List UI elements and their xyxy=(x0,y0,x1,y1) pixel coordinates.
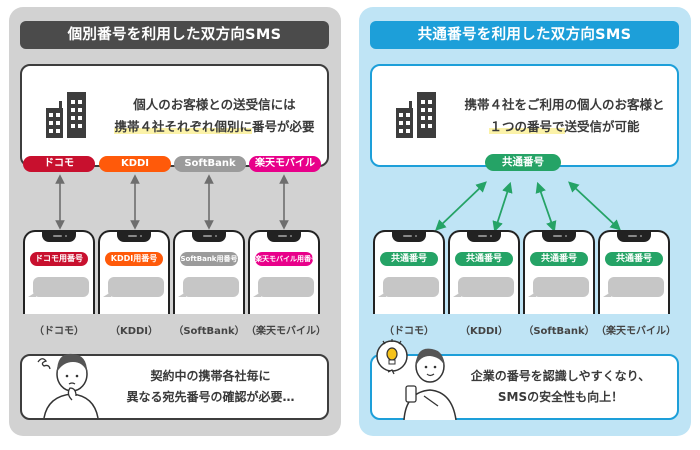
carrier-label-rakuten: （楽天モバイル） xyxy=(596,326,676,337)
phone-rakuten: 楽天モバイル用番号 xyxy=(248,230,320,314)
benefit-line-1: 企業の番号を認識しやすくなり、 xyxy=(470,369,651,383)
arrow-kddi xyxy=(492,181,513,233)
phone-docomo: ドコモ用番号 xyxy=(23,230,95,314)
concern-message: 契約中の携帯各社毎に 異なる宛先番号の確認が必要… xyxy=(102,366,319,408)
carrier-label-docomo: （ドコモ） xyxy=(384,326,434,337)
company-box: 携帯４社をご利用の個人のお客様と １つの番号で送受信が可能 xyxy=(370,64,679,167)
building-icon xyxy=(46,92,86,138)
number-tag: 共通番号 xyxy=(530,252,588,266)
building-icon xyxy=(396,92,436,138)
carrier-pill-docomo: ドコモ xyxy=(23,156,95,172)
benefit-message: 企業の番号を認識しやすくなり、 SMSの安全性も向上！ xyxy=(452,366,669,408)
shared-number-pill: 共通番号 xyxy=(485,154,561,171)
company-message: 携帯４社をご利用の個人のお客様と １つの番号で送受信が可能 xyxy=(460,94,669,138)
message-bubble xyxy=(178,277,239,297)
carrier-label-rakuten: （楽天モバイル） xyxy=(246,326,326,337)
confused-person-icon xyxy=(37,353,99,418)
message-line-1: 携帯４社をご利用の個人のお客様と xyxy=(464,97,665,112)
arrow-rakuten xyxy=(568,181,621,231)
number-tag: SoftBank用番号 xyxy=(180,252,238,266)
arrow-softbank xyxy=(535,181,557,233)
carrier-pill-rakuten: 楽天モバイル xyxy=(249,156,321,172)
number-tag: 共通番号 xyxy=(380,252,438,266)
carrier-label-softbank: （SoftBank） xyxy=(173,326,245,337)
panel-title: 共通番号を利用した双方向SMS xyxy=(370,21,679,49)
phone-softbank: SoftBank用番号 xyxy=(173,230,245,314)
customer-concern-box: 契約中の携帯各社毎に 異なる宛先番号の確認が必要… xyxy=(20,353,329,420)
carrier-label-kddi: （KDDI） xyxy=(109,326,159,337)
carrier-label-kddi: （KDDI） xyxy=(459,326,509,337)
benefit-line-2: SMSの安全性も向上！ xyxy=(497,390,624,404)
phone-docomo: 共通番号 xyxy=(373,230,445,314)
phone-rakuten: 共通番号 xyxy=(598,230,670,314)
message-bubble xyxy=(253,277,314,297)
number-tag: 楽天モバイル用番号 xyxy=(255,252,313,266)
carrier-label-docomo: （ドコモ） xyxy=(34,326,84,337)
phone-softbank: 共通番号 xyxy=(523,230,595,314)
number-tag: 共通番号 xyxy=(605,252,663,266)
number-tag: 共通番号 xyxy=(455,252,513,266)
message-bubble xyxy=(603,277,664,297)
happy-person-with-phone-icon xyxy=(376,339,457,420)
shared-number-panel: 共通番号を利用した双方向SMS 携帯４社をご利用の個人のお客様と １つの番号で送… xyxy=(359,7,691,436)
message-bubble xyxy=(453,277,514,297)
company-message: 個人のお客様との送受信には 携帯４社それぞれ個別に番号が必要 xyxy=(110,94,319,138)
carrier-pill-kddi: KDDI xyxy=(99,156,171,172)
panel-title: 個別番号を利用した双方向SMS xyxy=(20,21,329,49)
number-tag: KDDI用番号 xyxy=(105,252,163,266)
connection-arrows xyxy=(55,174,289,230)
benefit-box: 企業の番号を認識しやすくなり、 SMSの安全性も向上！ xyxy=(370,339,679,420)
message-bubble xyxy=(103,277,164,297)
message-bubble xyxy=(28,277,89,297)
message-highlight: 携帯４社それぞれ個別に xyxy=(114,119,252,134)
concern-line-1: 契約中の携帯各社毎に xyxy=(150,369,271,383)
individual-number-panel: 個別番号を利用した双方向SMS 個人のお客様との送受信には 携帯４社それぞれ個別… xyxy=(9,7,341,436)
message-line-2-rest: 送受信が可能 xyxy=(564,119,640,134)
connection-arrows xyxy=(435,181,621,233)
message-line-2-rest: 番号が必要 xyxy=(252,119,315,134)
phone-kddi: KDDI用番号 xyxy=(98,230,170,314)
lightbulb-icon xyxy=(386,347,398,361)
arrow-docomo xyxy=(435,181,487,231)
message-bubble xyxy=(378,277,439,297)
carrier-label-softbank: （SoftBank） xyxy=(523,326,595,337)
phone-kddi: 共通番号 xyxy=(448,230,520,314)
message-line-1: 個人のお客様との送受信には xyxy=(133,97,296,112)
number-tag: ドコモ用番号 xyxy=(30,252,88,266)
company-box: 個人のお客様との送受信には 携帯４社それぞれ個別に番号が必要 xyxy=(20,64,329,167)
concern-line-2: 異なる宛先番号の確認が必要… xyxy=(126,390,295,404)
message-highlight: １つの番号で xyxy=(489,119,565,134)
carrier-pill-softbank: SoftBank xyxy=(174,156,246,172)
message-bubble xyxy=(528,277,589,297)
